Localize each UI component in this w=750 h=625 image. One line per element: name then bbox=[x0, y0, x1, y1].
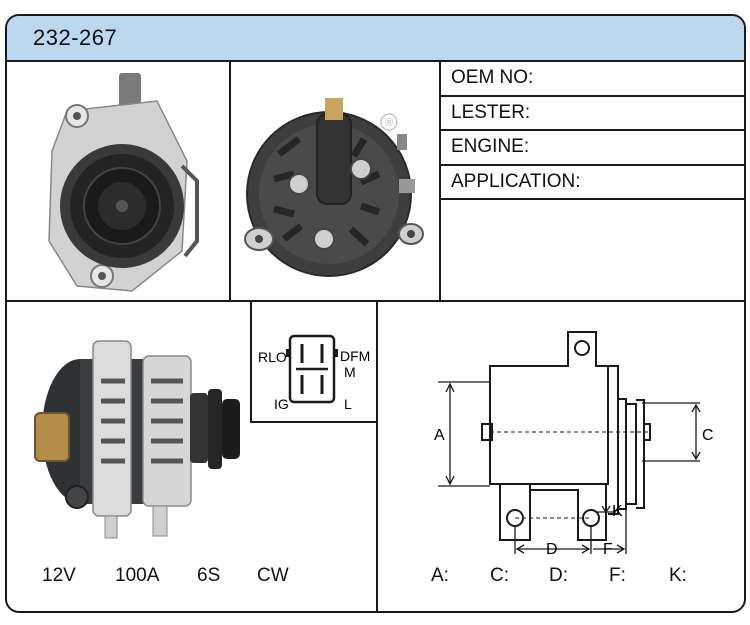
connector-box-bottom bbox=[250, 421, 378, 423]
registered-mark: ® bbox=[385, 117, 393, 129]
dimension-f-label: F: bbox=[609, 565, 626, 586]
pin-dfm-label: DFM bbox=[340, 348, 370, 364]
dimension-c-label: C: bbox=[490, 565, 509, 586]
pin-l-label: L bbox=[344, 396, 352, 412]
dimension-d-label: D: bbox=[549, 565, 568, 586]
dimension-a-label: A: bbox=[431, 565, 449, 586]
dimension-drawing: A C D F K bbox=[434, 331, 714, 554]
pin-rlo-label: RLO bbox=[258, 349, 287, 365]
alternator-rear-photo: ® bbox=[244, 98, 424, 277]
lester-label: LESTER: bbox=[451, 102, 531, 123]
drawing-label-k: K bbox=[612, 503, 623, 520]
pulley-spec: 6S bbox=[197, 565, 221, 586]
drawing-label-f: F bbox=[603, 541, 613, 554]
drawing-label-d: D bbox=[546, 541, 558, 554]
drawing-label-c: C bbox=[702, 427, 714, 444]
amperage-spec: 100A bbox=[115, 565, 160, 586]
application-label: APPLICATION: bbox=[451, 171, 581, 192]
pin-m-label: M bbox=[344, 364, 356, 380]
header-bar: 232-267 bbox=[7, 16, 744, 62]
info-row-line-1 bbox=[439, 95, 744, 97]
divider-vertical-1 bbox=[229, 60, 231, 300]
voltage-spec: 12V bbox=[42, 565, 76, 586]
divider-vertical-bottom bbox=[376, 302, 378, 611]
info-row-line-4 bbox=[439, 198, 744, 200]
part-number: 232-267 bbox=[33, 25, 118, 50]
divider-vertical-2 bbox=[439, 60, 441, 300]
dimension-k-label: K: bbox=[669, 565, 687, 586]
engine-label: ENGINE: bbox=[451, 136, 530, 157]
alternator-front-photo bbox=[48, 73, 199, 292]
connector-pinout-diagram: RLO DFM M IG L bbox=[258, 334, 370, 412]
spec-sheet: 232-267 OEM NO: LESTER: ENGINE: APPLICAT… bbox=[5, 14, 746, 613]
connector-box-left bbox=[250, 302, 252, 423]
drawing-label-a: A bbox=[434, 427, 445, 444]
divider-horizontal-main bbox=[7, 300, 744, 302]
oem-no-label: OEM NO: bbox=[451, 67, 534, 88]
pin-ig-label: IG bbox=[274, 396, 289, 412]
alternator-side-photo bbox=[34, 340, 240, 539]
rotation-spec: CW bbox=[257, 565, 289, 586]
info-row-line-3 bbox=[439, 164, 744, 166]
info-row-line-2 bbox=[439, 129, 744, 131]
